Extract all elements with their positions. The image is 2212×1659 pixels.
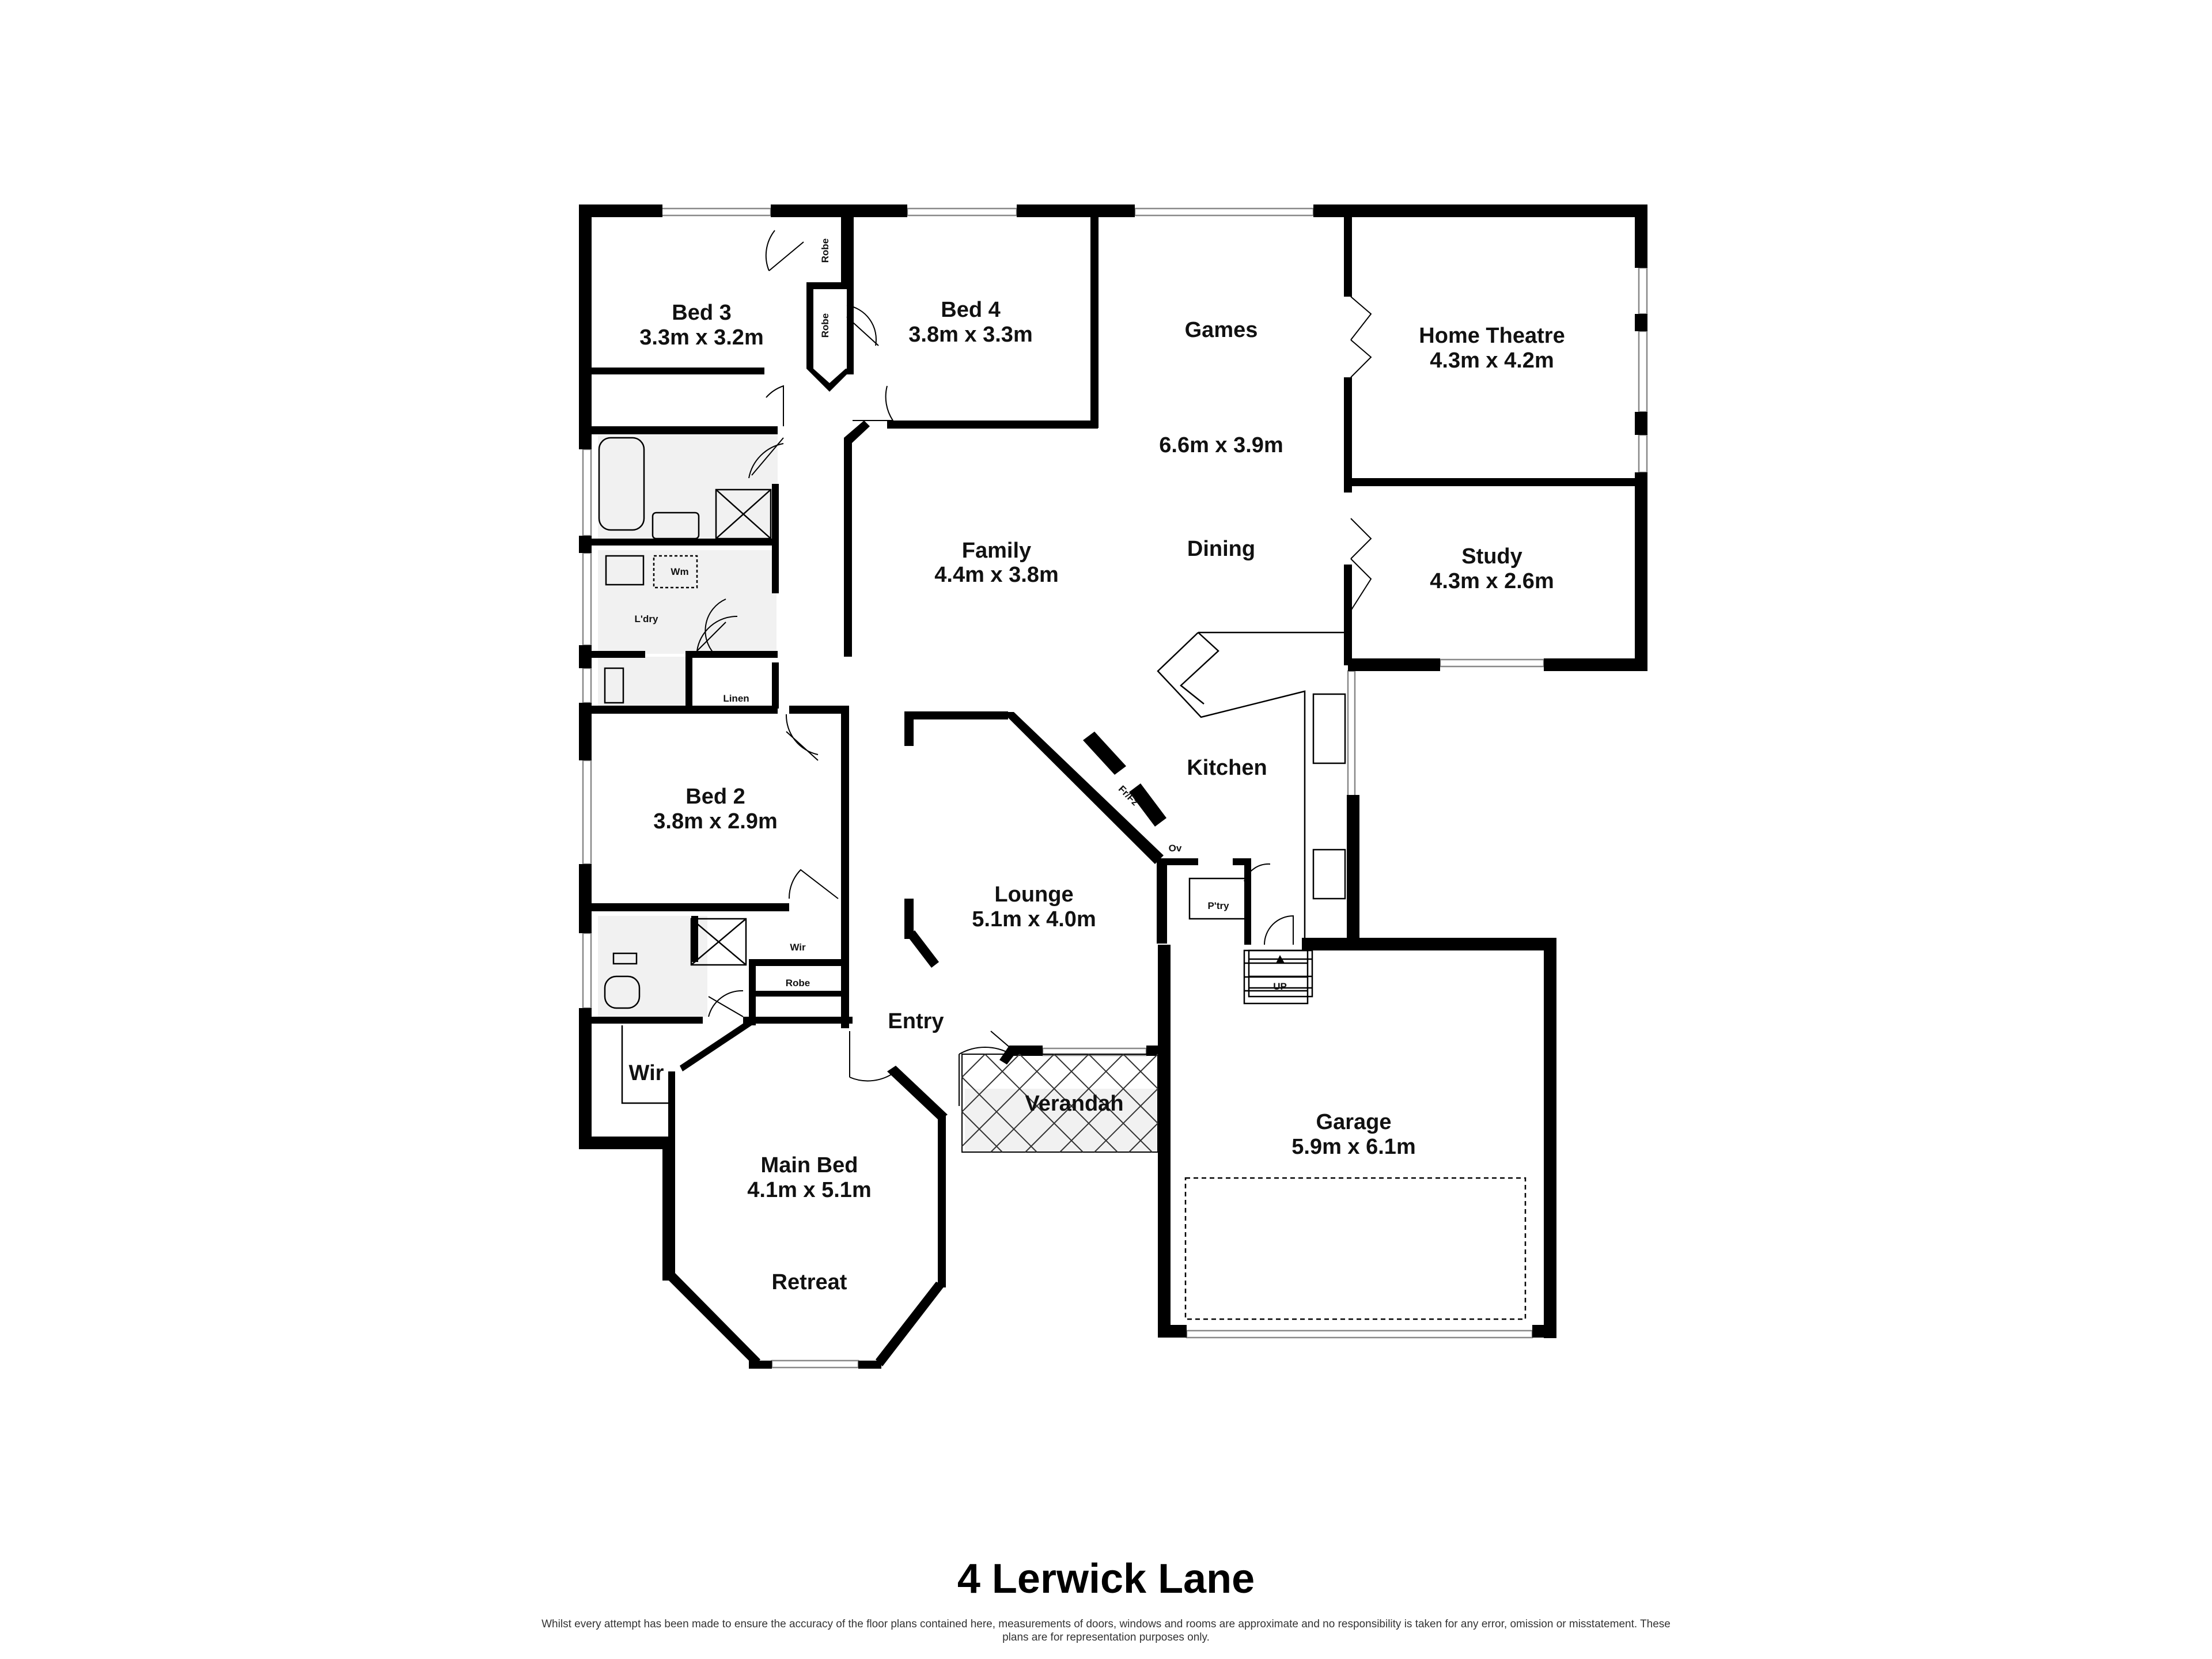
- fixture-linen: Linen: [723, 693, 749, 704]
- room-name-bed4: Bed 4: [941, 298, 1000, 322]
- verandah-hatch: [961, 1054, 1158, 1153]
- room-name-bed3: Bed 3: [672, 301, 731, 325]
- room-size-garage: 5.9m x 6.1m: [1291, 1135, 1415, 1159]
- fixture-robe-bed4: Robe: [820, 313, 831, 338]
- room-labels: Bed 3 3.3m x 3.2m Bed 4 3.8m x 3.3m Game…: [629, 298, 1565, 1294]
- disclaimer-text: Whilst every attempt has been made to en…: [541, 1618, 1671, 1643]
- plan-title: 4 Lerwick Lane: [957, 1556, 1255, 1602]
- room-size-mainbed: 4.1m x 5.1m: [747, 1178, 871, 1202]
- room-name-games: Games: [1185, 318, 1258, 342]
- room-size-bed2: 3.8m x 2.9m: [653, 809, 777, 834]
- fixture-robe-bed2: Robe: [786, 978, 810, 988]
- fixture-ov: Ov: [1169, 843, 1182, 854]
- fixture-ldry: L'dry: [635, 613, 658, 624]
- fixture-ptry: P'try: [1207, 900, 1229, 911]
- room-name-bed2: Bed 2: [685, 785, 745, 809]
- room-size-bed3: 3.3m x 3.2m: [639, 325, 763, 350]
- room-name-kitchen: Kitchen: [1187, 756, 1267, 780]
- room-name-dining: Dining: [1187, 537, 1255, 561]
- tiled-areas: [598, 435, 1158, 1152]
- stairs: [1248, 949, 1313, 998]
- room-name-verandah: Verandah: [1025, 1092, 1123, 1116]
- thin-outlines: [598, 437, 1527, 1320]
- room-size-lounge: 5.1m x 4.0m: [972, 907, 1096, 931]
- room-name-family: Family: [962, 539, 1031, 563]
- room-name-mainbed: Main Bed: [761, 1153, 858, 1177]
- fixture-wm: Wm: [671, 566, 688, 577]
- room-name-wir-main: Wir: [629, 1061, 664, 1085]
- room-name-study: Study: [1461, 544, 1522, 569]
- room-size-study: 4.3m x 2.6m: [1430, 569, 1554, 593]
- room-name-hometheatre: Home Theatre: [1419, 324, 1565, 348]
- fixture-wir-bed2: Wir: [790, 942, 806, 953]
- room-size-games: 6.6m x 3.9m: [1159, 433, 1283, 457]
- doors: [696, 230, 1372, 1106]
- room-name-retreat: Retreat: [772, 1270, 847, 1294]
- room-name-entry: Entry: [888, 1009, 944, 1033]
- room-size-hometheatre: 4.3m x 4.2m: [1430, 349, 1554, 373]
- fixture-up: UP: [1273, 981, 1287, 992]
- walls: [579, 204, 1647, 1369]
- room-name-lounge: Lounge: [994, 882, 1073, 907]
- room-size-family: 4.4m x 3.8m: [934, 563, 1058, 587]
- fixture-robe-bed3: Robe: [820, 238, 831, 263]
- room-name-garage: Garage: [1316, 1110, 1392, 1134]
- room-size-bed4: 3.8m x 3.3m: [908, 323, 1032, 347]
